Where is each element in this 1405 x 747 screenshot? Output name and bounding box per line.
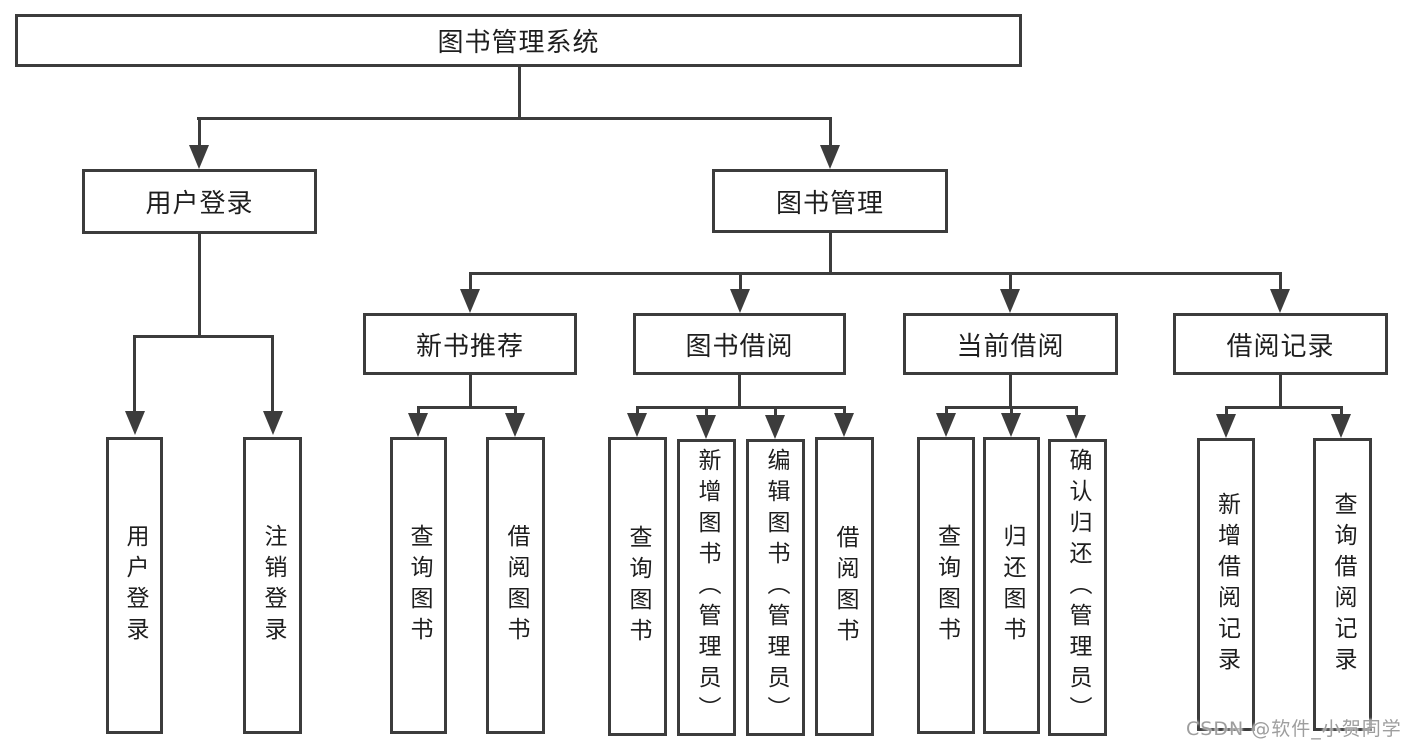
connector-to-new-books (469, 272, 472, 292)
connector-to-borrowing-records (1279, 272, 1282, 292)
connector-leaf (1340, 406, 1343, 416)
arrowhead-down (627, 413, 647, 437)
node-nb-borrow-books-label: 借阅图书 (503, 523, 529, 648)
node-nb-query-books-label: 查询图书 (406, 523, 432, 648)
arrowhead-down (936, 413, 956, 437)
node-br-query-borrow-record-label: 查询借阅记录 (1330, 491, 1356, 678)
arrowhead-down (834, 413, 854, 437)
node-cb-return-books-label: 归还图书 (999, 523, 1025, 648)
connector-leaf (636, 406, 639, 416)
node-current-borrowing-label: 当前借阅 (956, 331, 1065, 362)
node-user-login: 用户登录 (82, 169, 317, 234)
arrowhead-down (505, 413, 525, 437)
connector-book-management-branch (469, 272, 1282, 275)
connector-leaf (843, 406, 846, 416)
node-br-add-borrow-record: 新增借阅记录 (1197, 438, 1255, 731)
node-cb-query-books-label: 查询图书 (933, 523, 960, 648)
arrowhead-down (696, 415, 716, 439)
node-library-system: 图书管理系统 (15, 14, 1022, 67)
connector-user-login-stem (198, 232, 201, 337)
node-user-login-label: 用户登录 (145, 189, 254, 219)
connector-to-login (133, 335, 136, 413)
connector-leaf (945, 406, 948, 416)
connector-to-logout (271, 335, 274, 413)
connector-leaf (1010, 406, 1013, 416)
node-nb-borrow-books: 借阅图书 (486, 437, 545, 734)
node-br-add-borrow-record-label: 新增借阅记录 (1213, 491, 1240, 678)
arrowhead-down (1001, 413, 1021, 437)
node-logout: 注销登录 (243, 437, 302, 734)
node-current-borrowing: 当前借阅 (903, 313, 1118, 375)
connector-leaf (1225, 406, 1228, 416)
node-bb-edit-books-admin: 编辑图书（管理员） (746, 439, 805, 736)
connector-new-books-branch (417, 406, 517, 409)
arrowhead-down (1066, 415, 1086, 439)
connector-leaf (774, 406, 777, 416)
node-borrowing-records-label: 借阅记录 (1226, 331, 1335, 362)
connector-book-management-stem (829, 231, 832, 275)
node-bb-add-books-admin: 新增图书（管理员） (677, 439, 736, 736)
connector-leaf (417, 406, 420, 416)
node-library-system-label: 图书管理系统 (437, 28, 600, 58)
arrowhead-down (1216, 414, 1236, 438)
connector-to-book-management (829, 117, 832, 147)
node-br-query-borrow-record: 查询借阅记录 (1313, 438, 1372, 731)
node-cb-query-books: 查询图书 (917, 437, 975, 734)
arrowhead-down (1000, 289, 1020, 313)
connector-to-user-login (198, 117, 201, 147)
arrowhead-down (820, 145, 840, 169)
arrowhead-down (730, 289, 750, 313)
node-cb-confirm-return-admin: 确认归还（管理员） (1048, 439, 1107, 736)
node-book-management-label: 图书管理 (775, 188, 884, 219)
node-book-borrowing: 图书借阅 (633, 313, 846, 375)
connector-book-borrowing-stem (738, 373, 741, 409)
connector-to-book-borrowing (739, 272, 742, 292)
node-login: 用户登录 (106, 437, 163, 734)
connector-current-borrowing-stem (1009, 373, 1012, 409)
node-logout-label: 注销登录 (260, 523, 286, 648)
arrowhead-down (1270, 289, 1290, 313)
connector-borrowing-records-branch (1225, 406, 1343, 409)
node-cb-confirm-return-admin-label: 确认归还（管理员） (1065, 448, 1091, 727)
node-bb-edit-books-admin-label: 编辑图书（管理员） (763, 448, 789, 727)
node-bb-borrow-books-label: 借阅图书 (832, 524, 858, 649)
node-login-label: 用户登录 (122, 523, 148, 648)
arrowhead-down (765, 415, 785, 439)
connector-leaf (1075, 406, 1078, 416)
node-book-borrowing-label: 图书借阅 (685, 331, 794, 362)
node-bb-query-books-label: 查询图书 (625, 524, 651, 649)
connector-to-current-borrowing (1009, 272, 1012, 292)
arrowhead-down (263, 411, 283, 435)
csdn-watermark: CSDN @软件_小贺同学 (1186, 718, 1402, 740)
connector-user-login-branch (133, 335, 274, 338)
node-nb-query-books: 查询图书 (390, 437, 447, 734)
connector-root-branch (197, 117, 831, 120)
arrowhead-down (408, 413, 428, 437)
node-new-book-recommend-label: 新书推荐 (415, 331, 524, 362)
node-bb-borrow-books: 借阅图书 (815, 437, 874, 736)
arrowhead-down (125, 411, 145, 435)
node-new-book-recommend: 新书推荐 (363, 313, 577, 375)
arrowhead-down (189, 145, 209, 169)
arrowhead-down (1331, 414, 1351, 438)
arrowhead-down (460, 289, 480, 313)
connector-new-books-stem (469, 373, 472, 409)
connector-root-stem (518, 65, 521, 119)
node-cb-return-books: 归还图书 (983, 437, 1040, 734)
node-book-management: 图书管理 (712, 169, 948, 233)
node-bb-query-books: 查询图书 (608, 437, 667, 736)
connector-leaf (514, 406, 517, 416)
connector-book-borrowing-branch (636, 406, 846, 409)
connector-borrowing-records-stem (1279, 373, 1282, 409)
connector-leaf (705, 406, 708, 416)
node-borrowing-records: 借阅记录 (1173, 313, 1388, 375)
node-bb-add-books-admin-label: 新增图书（管理员） (694, 448, 720, 727)
